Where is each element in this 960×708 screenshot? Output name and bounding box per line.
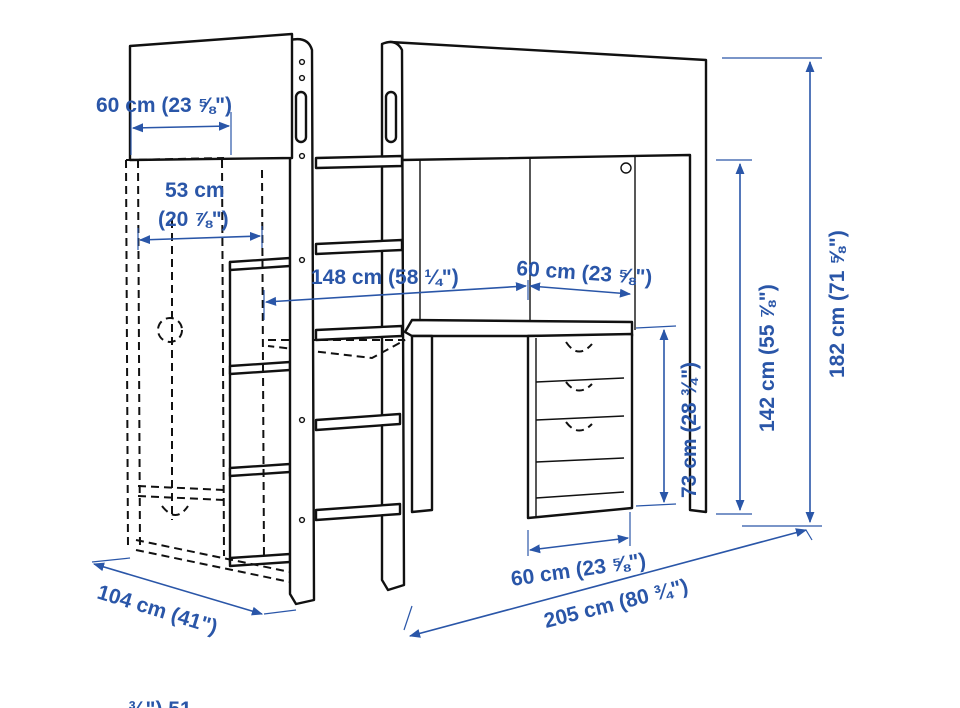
ladder-back-rail [380, 40, 406, 592]
loft-bed-illustration [125, 32, 708, 606]
dimension-labels: 60 cm (23 ⅝") 53 cm (20 ⅞") 148 cm (58 ¼… [95, 94, 849, 708]
wardrobe-inner-width-in-label: (20 ⅞") [158, 208, 229, 231]
cropped-label-fragment: ¾") 51 [128, 698, 192, 708]
shelf-unit [228, 256, 292, 568]
desk-top [403, 318, 634, 338]
drawer-unit-bottom-width-label: 60 cm (23 ⅝") [509, 549, 647, 591]
ladder-rungs [314, 154, 404, 522]
drawer-unit [526, 332, 634, 520]
depth-label: 104 cm (41") [95, 581, 221, 639]
ladder-front-rail [288, 37, 316, 606]
wardrobe-inner-width-cm-label: 53 cm [165, 179, 225, 202]
desk-length-label: 148 cm (58 ¼") [311, 266, 459, 289]
total-height-label: 182 cm (71 ⅝") [826, 230, 849, 378]
clearance-height-label: 142 cm (55 ⅞") [756, 284, 779, 432]
wardrobe-width-label: 60 cm (23 ⅝") [96, 94, 232, 117]
dimension-lines [91, 57, 822, 638]
desk-height-label: 73 cm (28 ¾") [678, 362, 701, 498]
drawer-unit-top-width-label: 60 cm (23 ⅝") [516, 257, 653, 289]
desk-support [410, 334, 434, 514]
